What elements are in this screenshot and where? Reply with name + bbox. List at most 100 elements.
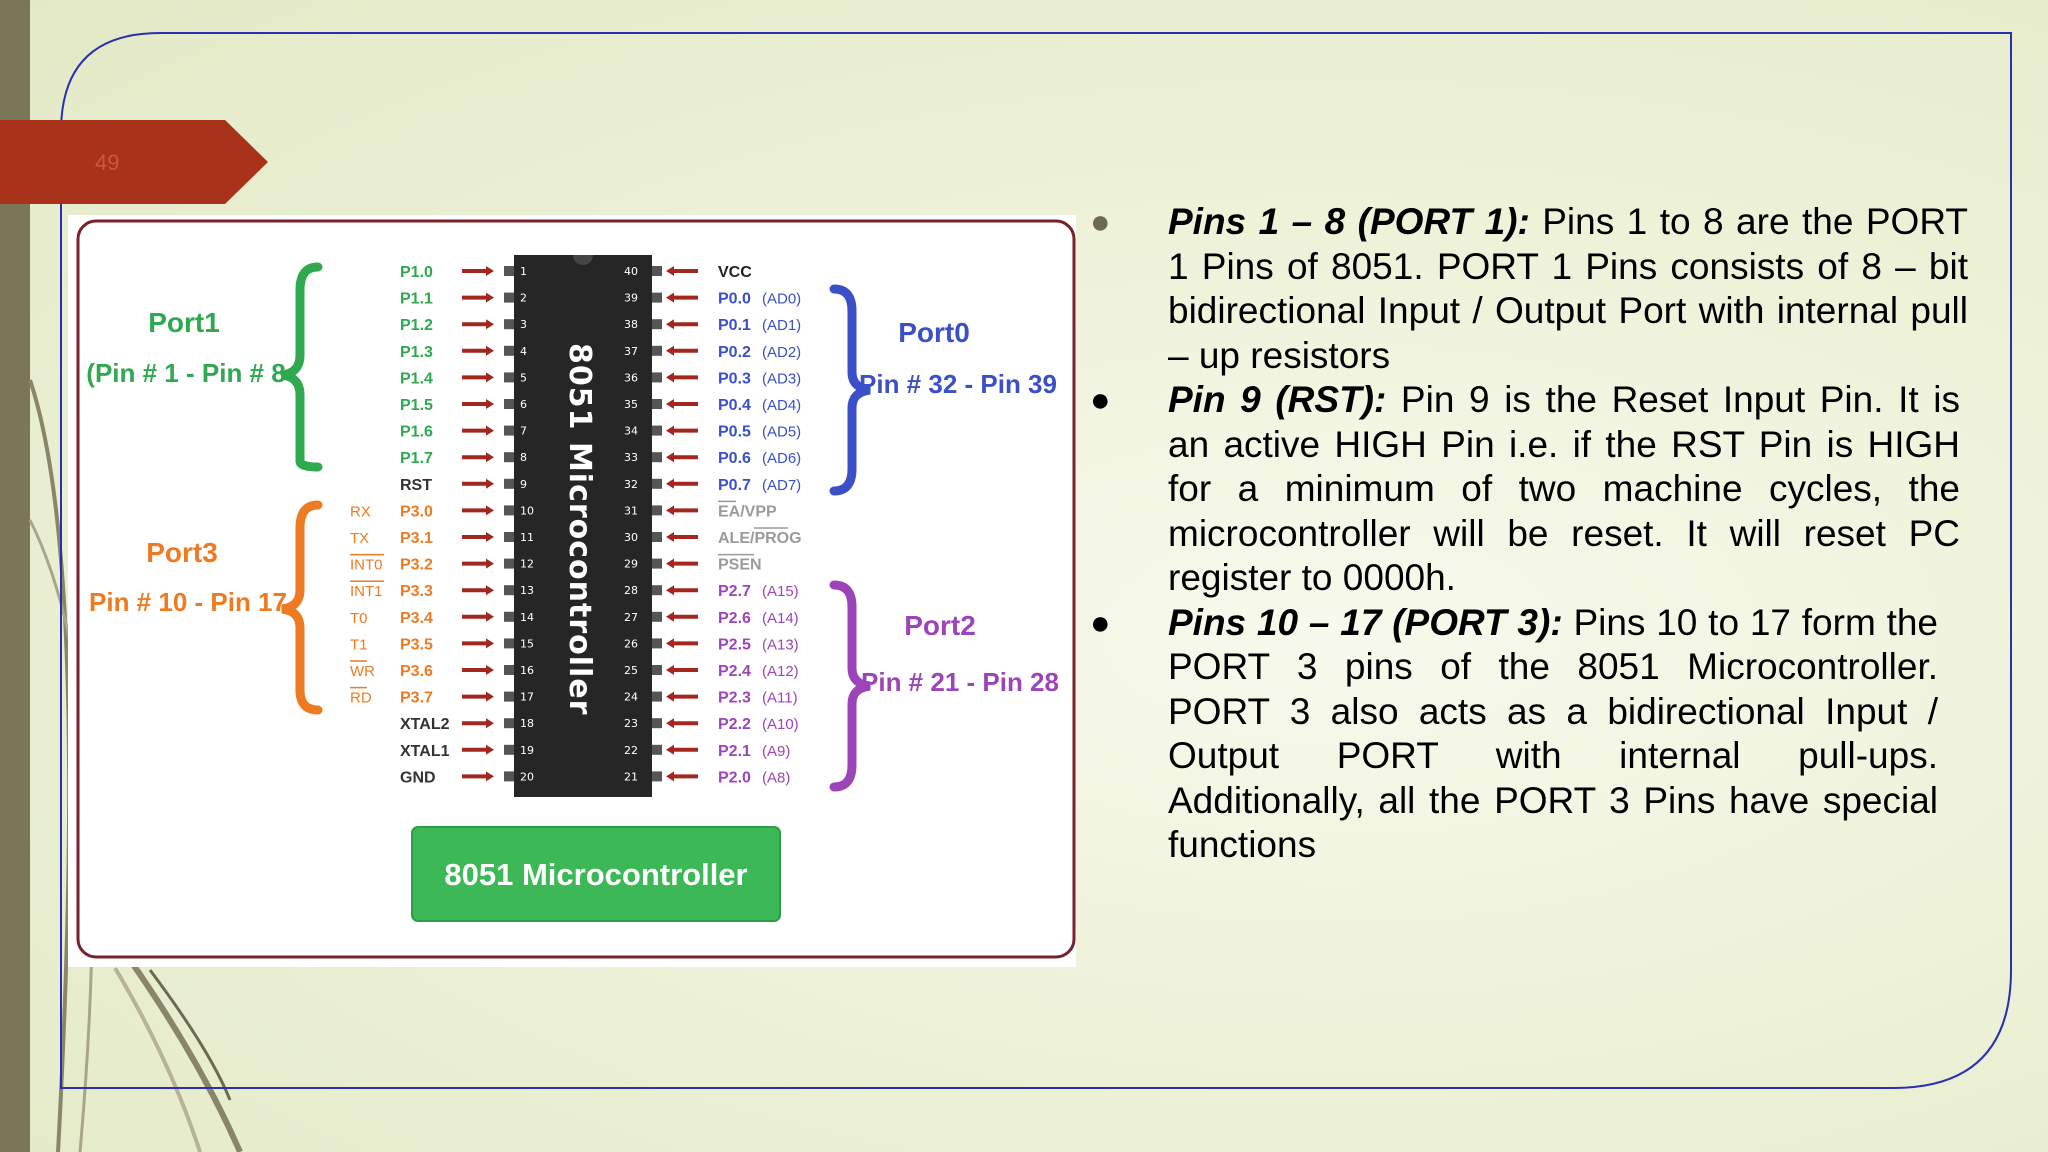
- pin-name: XTAL2: [400, 716, 450, 733]
- bullet-lead: Pin 9 (RST):: [1168, 379, 1387, 420]
- pin-lead: [504, 585, 514, 596]
- pin-arrow-head: [486, 611, 494, 622]
- pin-number: 30: [624, 531, 638, 544]
- pin-name: XTAL1: [400, 743, 450, 760]
- bullet-text: Pins 1 to 8 are the PORT 1 Pins of 8051.…: [1168, 201, 1968, 376]
- pin-lead: [504, 744, 514, 755]
- pin-name: P0.7: [718, 477, 751, 494]
- pin-arrow-head: [666, 665, 674, 675]
- pin-arrow-head: [666, 292, 674, 303]
- pin-alt-function: T0: [350, 610, 368, 627]
- pin-lead: [504, 558, 514, 569]
- pin-lead: [652, 691, 662, 702]
- pin-arrow-head: [666, 744, 674, 755]
- pin-number: 7: [520, 425, 527, 438]
- pin-name: P0.1: [718, 317, 751, 334]
- pin-arrow-head: [666, 345, 674, 356]
- port0-range: Pin # 32 - Pin 39: [859, 369, 1057, 399]
- pin-arrow-head: [666, 478, 674, 489]
- pin-lead: [652, 478, 662, 489]
- pin-number: 18: [520, 717, 534, 730]
- pin-name: P1.3: [400, 344, 433, 361]
- pin-number: 20: [520, 770, 534, 783]
- pin-alt-function: (A10): [762, 716, 799, 733]
- pin-lead: [652, 345, 662, 356]
- pin-lead: [652, 718, 662, 729]
- port2-brace: [829, 580, 871, 792]
- pin-lead: [652, 452, 662, 463]
- bullet-dot-icon: ●: [1090, 603, 1111, 642]
- pin-name: P1.1: [400, 291, 433, 308]
- pin-lead: [652, 532, 662, 542]
- pin-arrow-head: [666, 452, 674, 463]
- pin-number: 35: [624, 398, 638, 411]
- pin-name: P2.7: [718, 583, 751, 600]
- pin-number: 4: [520, 345, 527, 358]
- pin-number: 12: [520, 558, 534, 571]
- pin-name: P2.1: [718, 743, 751, 760]
- pin-lead: [652, 744, 662, 755]
- pin-number: 31: [624, 504, 638, 517]
- pin-alt-function: (AD6): [762, 450, 801, 467]
- pin-name: P3.3: [400, 583, 433, 600]
- pin-lead: [652, 585, 662, 596]
- pin-arrow-head: [486, 718, 494, 729]
- pin-lead: [504, 452, 514, 463]
- pin-lead: [652, 665, 662, 675]
- pin-arrow-head: [486, 372, 494, 383]
- pin-alt-function: (AD2): [762, 344, 801, 361]
- port0-brace: [829, 284, 871, 496]
- port3-brace: [281, 500, 323, 715]
- pin-arrow-head: [486, 744, 494, 755]
- pin-arrow-head: [666, 771, 674, 782]
- bullet-dot-icon: ●: [1090, 381, 1111, 419]
- pin-name: P3.2: [400, 557, 433, 574]
- port1-brace: [281, 262, 323, 472]
- pin-lead: [504, 345, 514, 356]
- pin-name: GND: [400, 769, 436, 786]
- pin-name: P3.0: [400, 503, 433, 520]
- microcontroller-button-label: 8051 Microcontroller: [444, 857, 747, 892]
- pin-alt-function: (A9): [762, 743, 790, 760]
- pin-number: 23: [624, 717, 638, 730]
- pin-number: 33: [624, 451, 638, 464]
- pin-number: 25: [624, 664, 638, 677]
- pin-alt-function: (AD4): [762, 397, 801, 414]
- pin-lead: [504, 372, 514, 383]
- pin-name: P0.6: [718, 450, 751, 467]
- pin-number: 10: [520, 504, 534, 517]
- pin-number: 17: [520, 691, 534, 704]
- pin-number: 29: [624, 558, 638, 571]
- pin-arrow-head: [486, 665, 494, 675]
- pin-lead: [652, 771, 662, 782]
- pin-arrow-head: [666, 319, 674, 330]
- pin-name: PSEN: [718, 557, 762, 574]
- port0-title: Port0: [898, 317, 970, 348]
- pin-lead: [652, 558, 662, 569]
- pin-lead: [504, 478, 514, 489]
- port2-range: Pin # 21 - Pin 28: [861, 667, 1059, 697]
- pin-number: 28: [624, 584, 638, 597]
- bullet-text: Pins 10 to 17 form the PORT 3 pins of th…: [1168, 601, 1938, 866]
- pin-lead: [504, 505, 514, 516]
- pin-arrow-head: [666, 558, 674, 569]
- bullet-list: ● Pins 1 – 8 (PORT 1): Pins 1 to 8 are t…: [1090, 200, 1970, 868]
- pin-number: 40: [624, 265, 638, 278]
- pin-number: 22: [624, 744, 638, 757]
- pin-lead: [504, 266, 514, 276]
- pin-name: P3.6: [400, 663, 433, 680]
- pin-alt-function: TX: [350, 530, 369, 547]
- pin-alt-function: (AD1): [762, 317, 801, 334]
- pin-arrow-head: [486, 638, 494, 649]
- pin-alt-function: T1: [350, 636, 368, 653]
- pin-name: VCC: [718, 264, 752, 281]
- pin-name: P1.7: [400, 450, 433, 467]
- pin-lead: [504, 611, 514, 622]
- pin-arrow-head: [486, 266, 494, 276]
- pin-arrow-head: [486, 452, 494, 463]
- pin-number: 37: [624, 345, 638, 358]
- pin-name: P3.4: [400, 610, 433, 627]
- pin-name: P0.0: [718, 291, 751, 308]
- pin-lead: [504, 665, 514, 675]
